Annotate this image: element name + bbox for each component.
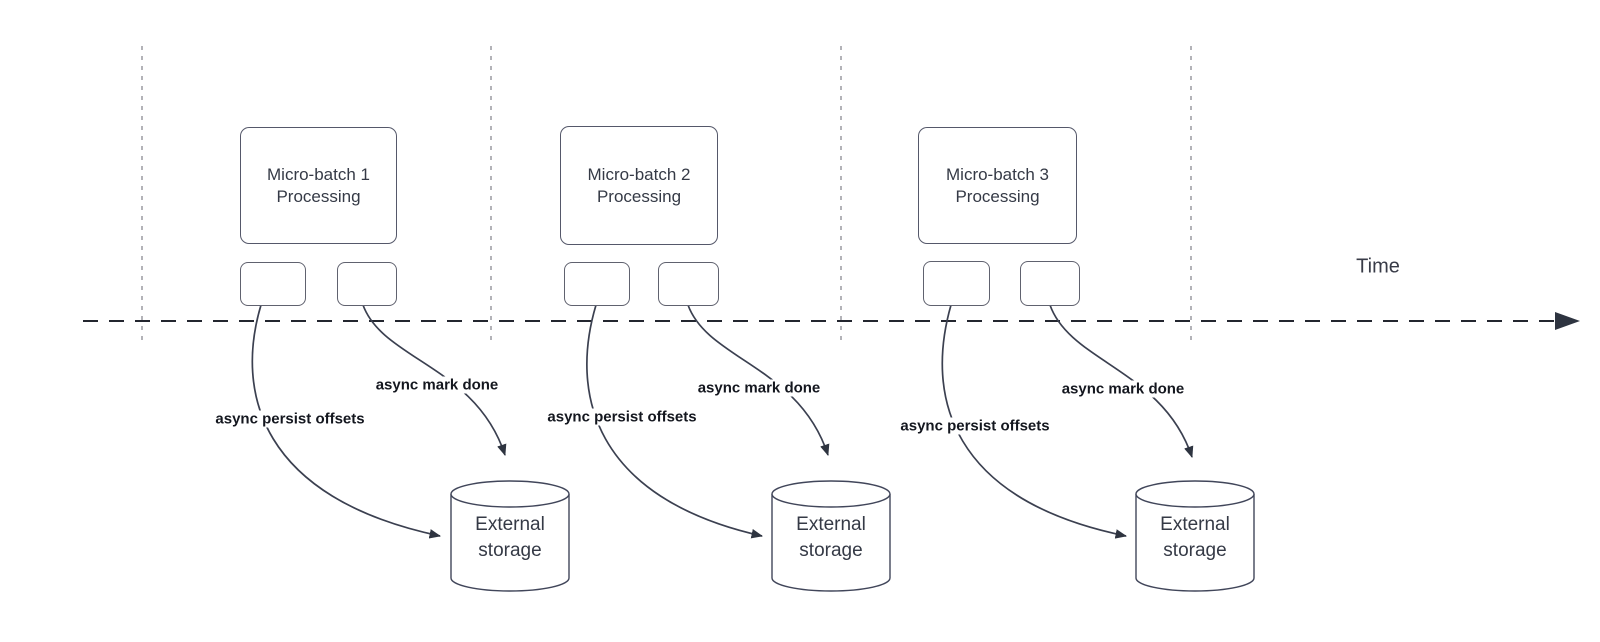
persist-offsets-label-3: async persist offsets xyxy=(898,417,1052,435)
persist-offsets-arrow-3 xyxy=(941,304,1127,539)
mark-done-task-box-2 xyxy=(658,262,719,306)
mark-done-arrow-1 xyxy=(362,304,507,456)
mark-done-task-box-3 xyxy=(1020,261,1080,306)
mark-done-label-2: async mark done xyxy=(695,379,823,397)
external-storage-label-3: External storage xyxy=(1160,514,1230,561)
external-storage-label-1: External storage xyxy=(475,514,545,561)
micro-batch-2-process-box: Micro-batch 2 Processing xyxy=(560,126,718,245)
persist-offsets-arrow-2 xyxy=(586,304,763,539)
mark-done-arrow-3 xyxy=(1049,304,1194,458)
micro-batch-1-process-box: Micro-batch 1 Processing xyxy=(240,127,397,244)
persist-offsets-arrow-1 xyxy=(251,304,441,539)
time-axis-label: Time xyxy=(1356,255,1400,278)
external-storage-label-2: External storage xyxy=(796,514,866,561)
micro-batch-2-process-label: Micro-batch 2 Processing xyxy=(587,164,691,206)
persist-offsets-task-box-3 xyxy=(923,261,990,306)
micro-batch-3-process-label: Micro-batch 3 Processing xyxy=(946,164,1049,206)
persist-offsets-task-box-1 xyxy=(240,262,306,306)
micro-batch-3-process-box: Micro-batch 3 Processing xyxy=(918,127,1077,244)
micro-batch-1-process-label: Micro-batch 1 Processing xyxy=(267,164,370,206)
mark-done-task-box-1 xyxy=(337,262,397,306)
persist-offsets-label-1: async persist offsets xyxy=(213,410,367,428)
persist-offsets-task-box-2 xyxy=(564,262,630,306)
storage-cylinder-1 xyxy=(450,480,570,592)
mark-done-arrow-2 xyxy=(687,304,830,456)
time-axis-arrowhead xyxy=(1555,312,1580,330)
mark-done-label-1: async mark done xyxy=(373,376,501,394)
storage-cylinder-3 xyxy=(1135,480,1255,592)
storage-cylinder-2 xyxy=(771,480,891,592)
persist-offsets-label-2: async persist offsets xyxy=(545,408,699,426)
mark-done-label-3: async mark done xyxy=(1059,380,1187,398)
